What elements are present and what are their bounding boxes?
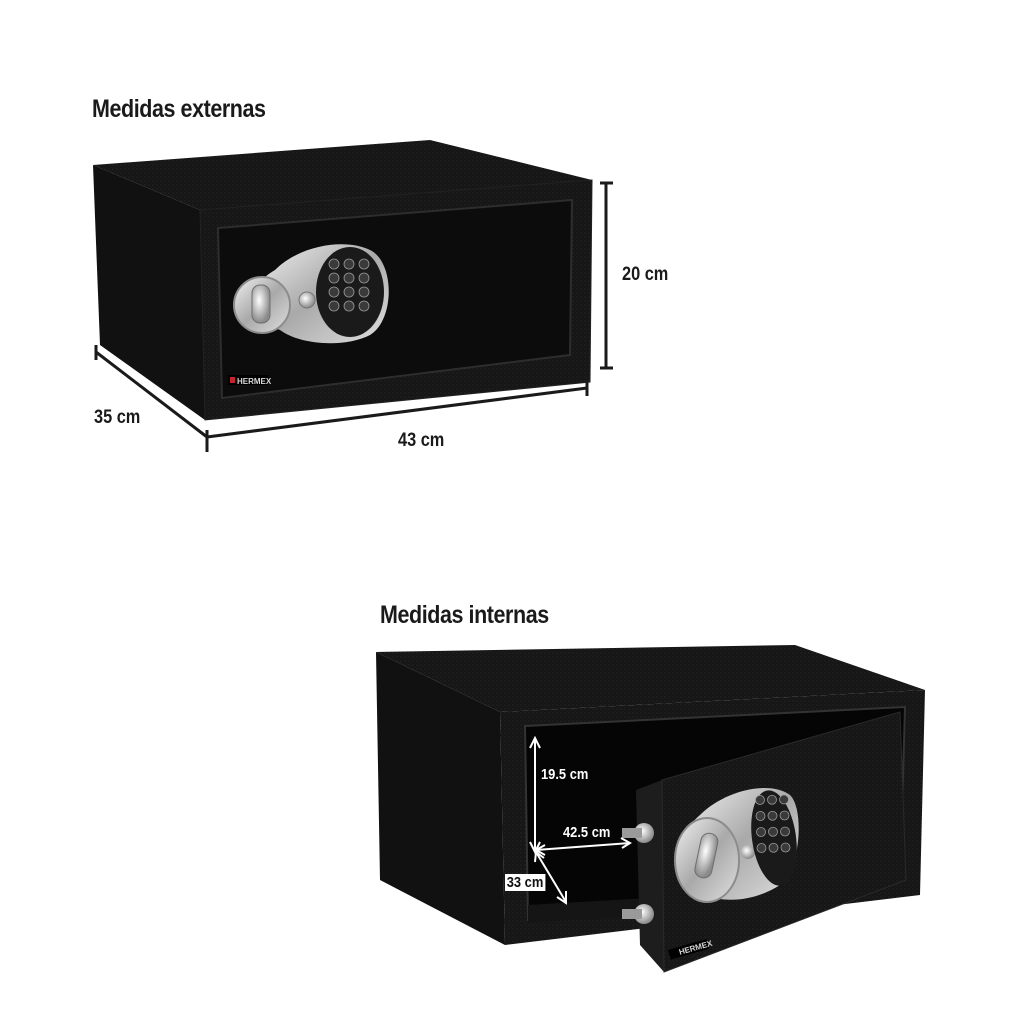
keypad-key-8 <box>358 286 370 298</box>
external-keypad <box>328 258 370 312</box>
keypad-key-11 <box>358 300 370 312</box>
keypad-key-9 <box>756 843 767 853</box>
external-safe: HERMEX <box>93 140 593 421</box>
keypad-key-9 <box>328 300 340 312</box>
external-dimension-lines <box>94 181 613 452</box>
internal-height-label: 19.5 cm <box>541 766 589 783</box>
internal-measurements-heading: Medidas internas <box>380 601 549 629</box>
keypad-key-10 <box>768 842 779 853</box>
keypad-key-0 <box>328 258 340 270</box>
keypad-key-11 <box>780 842 791 853</box>
keypad-key-6 <box>756 827 766 837</box>
external-width-label: 43 cm <box>398 430 445 451</box>
keypad-key-5 <box>779 810 790 821</box>
internal-safe: HERMEX <box>376 645 925 973</box>
open-safe-door: HERMEX <box>622 711 907 973</box>
keypad-key-2 <box>779 794 789 805</box>
keypad-key-3 <box>328 272 340 284</box>
internal-width-label: 42.5 cm <box>563 824 611 841</box>
external-depth-label: 35 cm <box>94 407 141 428</box>
keypad-key-2 <box>358 258 370 270</box>
keypad-key-3 <box>755 811 766 821</box>
internal-keypad <box>755 794 791 853</box>
keypad-key-1 <box>343 258 355 270</box>
keypad-key-4 <box>343 272 355 284</box>
keypad-key-0 <box>755 795 765 805</box>
external-brand-label: HERMEX <box>237 377 272 386</box>
keypad-key-1 <box>767 794 777 805</box>
keypad-key-8 <box>780 826 790 837</box>
external-measurements-heading: Medidas externas <box>92 95 266 123</box>
internal-dimension-lines <box>529 735 632 905</box>
keypad-key-4 <box>767 810 778 821</box>
external-lock-panel <box>233 244 389 344</box>
keypad-key-7 <box>768 826 778 837</box>
keypad-key-10 <box>343 300 355 312</box>
keypad-key-6 <box>328 286 340 298</box>
keypad-key-5 <box>358 272 370 284</box>
internal-depth-label: 33 cm <box>505 874 546 891</box>
keypad-key-7 <box>343 286 355 298</box>
external-height-label: 20 cm <box>622 264 669 285</box>
